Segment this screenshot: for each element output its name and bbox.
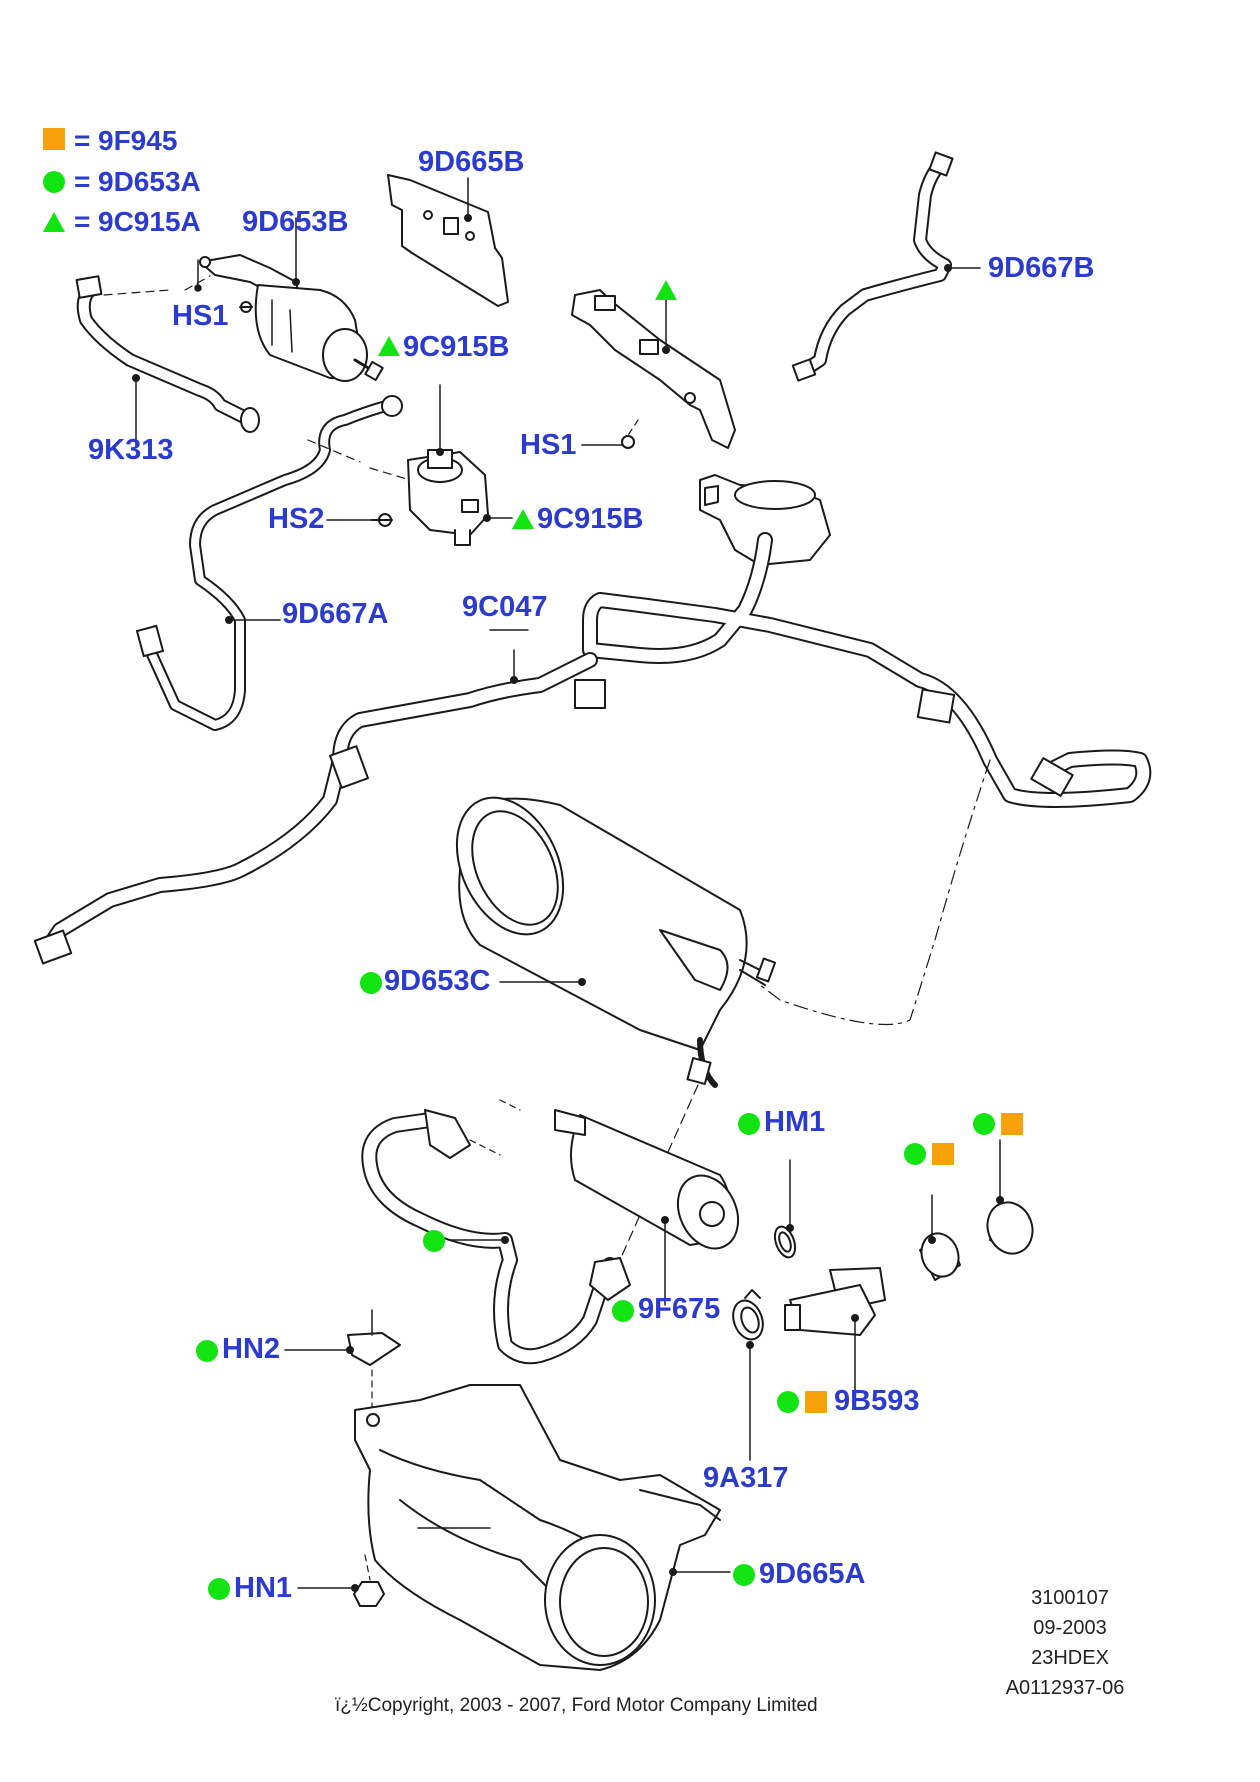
legend-code-1: 9F945 xyxy=(98,125,178,156)
label-9d665b: 9D665B xyxy=(418,146,525,178)
legend-equals-2: = xyxy=(74,166,91,197)
bracket-9d665b xyxy=(387,174,509,307)
oring-hm1 xyxy=(773,1159,797,1259)
label-9b593: 9B593 xyxy=(834,1385,920,1417)
hose-lower-left xyxy=(361,1099,631,1365)
triangle-bracket-icon xyxy=(655,280,677,300)
filter-9f675 xyxy=(554,1109,740,1306)
legend-square-icon xyxy=(43,128,65,150)
circle-9d653c-icon xyxy=(360,972,382,994)
meta-line-2: 09-2003 xyxy=(1033,1617,1107,1639)
circle-9d665a-icon xyxy=(733,1564,755,1586)
legend-equals-3: = xyxy=(74,206,91,237)
label-9d667b: 9D667B xyxy=(988,252,1095,284)
label-9f675: 9F675 xyxy=(638,1293,721,1325)
label-hs2: HS2 xyxy=(268,503,325,535)
circle-connector-a-icon xyxy=(904,1143,926,1165)
clip-9a317 xyxy=(732,1289,764,1461)
square-9b593-icon xyxy=(805,1391,827,1413)
hose-9d667a xyxy=(135,395,411,731)
hose-9c047 xyxy=(33,532,1152,1026)
leader-lines xyxy=(194,259,529,1529)
label-hn1: HN1 xyxy=(234,1572,293,1604)
valve-9c915b xyxy=(326,384,513,546)
circle-9f675-icon xyxy=(612,1300,634,1322)
label-hn2: HN2 xyxy=(222,1333,281,1365)
connector-9b593 xyxy=(784,1139,1034,1396)
meta-line-1: 3100107 xyxy=(1031,1587,1109,1609)
shield-9d665a xyxy=(354,1384,731,1671)
label-9d665a: 9D665A xyxy=(759,1558,866,1590)
meta-line-3: 23HDEX xyxy=(1031,1647,1109,1669)
label-9a317: 9A317 xyxy=(703,1462,789,1494)
square-connector-b-icon xyxy=(1001,1113,1023,1135)
legend-triangle-icon xyxy=(43,212,65,232)
legend-code-2: 9D653A xyxy=(98,166,201,197)
hose-9d667b xyxy=(791,151,981,382)
label-9d653c: 9D653C xyxy=(384,965,491,997)
label-9d653b: 9D653B xyxy=(242,206,349,238)
bracket-upper-right xyxy=(571,289,736,449)
drawing-meta: 3100107 09-2003 23HDEX A0112937-06 xyxy=(1006,1587,1130,1698)
label-9d667a: 9D667A xyxy=(282,598,389,630)
triangle-9c915b-lower-icon xyxy=(512,509,534,529)
legend-circle-icon xyxy=(43,171,65,193)
pump-housing xyxy=(699,474,831,566)
nut-hn2 xyxy=(284,1309,401,1411)
copyright-text: ï¿½Copyright, 2003 - 2007, Ford Motor Co… xyxy=(335,1695,818,1716)
nut-hn1 xyxy=(297,1554,385,1607)
label-hm1: HM1 xyxy=(764,1106,826,1138)
label-9c915b-upper: 9C915B xyxy=(403,331,510,363)
circle-connector-b-icon xyxy=(973,1113,995,1135)
circle-9b593-icon xyxy=(777,1391,799,1413)
circle-hose-icon xyxy=(423,1230,445,1252)
label-hs1-upper: HS1 xyxy=(172,300,229,332)
canister-9d653b xyxy=(199,217,384,382)
meta-line-4: A0112937-06 xyxy=(1005,1677,1125,1699)
legend-equals-1: = xyxy=(74,125,91,156)
label-9k313: 9K313 xyxy=(88,434,174,466)
hose-9k313 xyxy=(75,275,260,447)
circle-hn1-icon xyxy=(208,1578,230,1600)
circle-hn2-icon xyxy=(196,1340,218,1362)
square-connector-a-icon xyxy=(932,1143,954,1165)
label-hs1-lower: HS1 xyxy=(520,429,577,461)
label-9c915b-lower: 9C915B xyxy=(537,503,644,535)
circle-hm1-icon xyxy=(738,1113,760,1135)
label-9c047: 9C047 xyxy=(462,591,548,623)
legend-code-3: 9C915A xyxy=(98,206,201,237)
triangle-9c915b-upper-icon xyxy=(378,336,400,356)
